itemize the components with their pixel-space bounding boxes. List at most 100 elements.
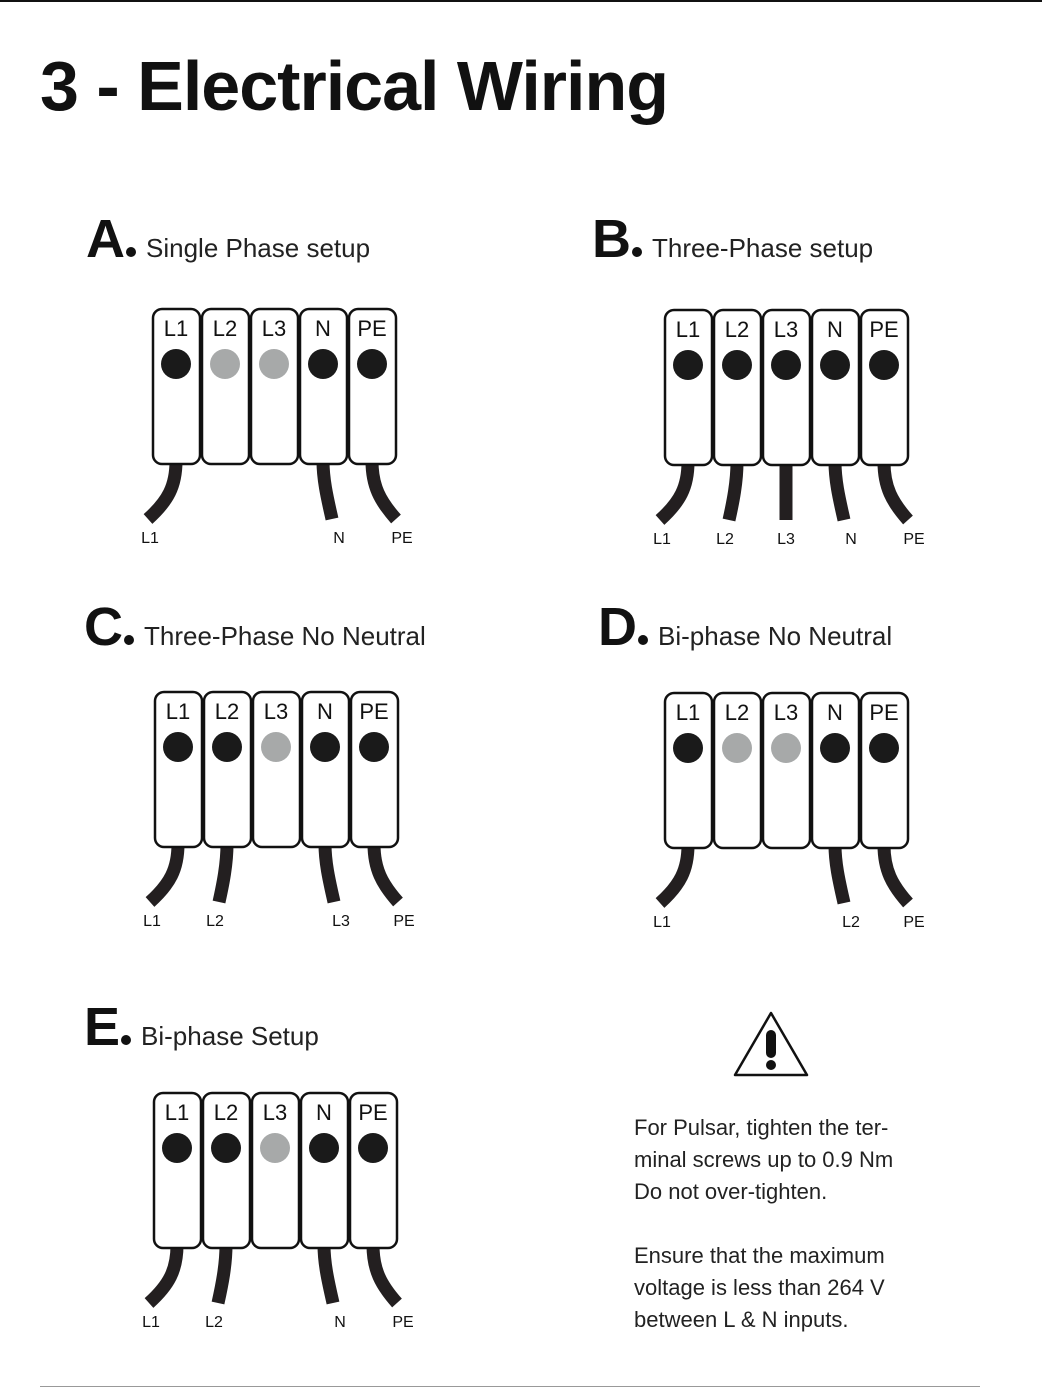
cable-label: L3 — [777, 531, 795, 548]
cable-label: N — [334, 1314, 346, 1331]
cable-l2 — [212, 843, 234, 904]
terminal-label: N — [315, 316, 331, 341]
terminal-label: L3 — [262, 316, 286, 341]
terminal-screw-used — [358, 1133, 388, 1163]
warning-voltage-text: Ensure that the maximum voltage is less … — [634, 1240, 954, 1336]
terminal-label: L2 — [215, 699, 239, 724]
terminal-screw-used — [161, 349, 191, 379]
terminal-pe — [348, 1091, 399, 1250]
terminal-l3 — [761, 691, 812, 850]
cable-l1 — [655, 461, 695, 525]
terminal-label: L3 — [264, 699, 288, 724]
warning-triangle-icon — [733, 1011, 809, 1077]
page-title: 3 - Electrical Wiring — [40, 47, 669, 125]
bullet-dot — [126, 247, 136, 257]
section-letter: C — [84, 597, 123, 657]
terminal-screw-unused — [771, 733, 801, 763]
terminal-screw-unused — [210, 349, 240, 379]
cable-label: N — [333, 530, 345, 547]
terminal-label: PE — [359, 699, 388, 724]
terminal-screw-used — [309, 1133, 339, 1163]
terminal-label: L1 — [676, 700, 700, 725]
terminal-screw-used — [869, 733, 899, 763]
cable-pe — [877, 461, 913, 525]
cable-label: PE — [391, 530, 412, 547]
terminal-label: L1 — [676, 317, 700, 342]
terminal-screw-unused — [259, 349, 289, 379]
warning-line: voltage is less than 264 V — [634, 1275, 885, 1300]
terminal-l1 — [663, 308, 714, 467]
warning-line: between L & N inputs. — [634, 1307, 849, 1332]
section-title: Three-Phase setup — [652, 233, 874, 263]
section-letter: B — [592, 209, 631, 269]
bullet-dot — [124, 635, 134, 645]
cable-l1 — [144, 1244, 184, 1308]
terminal-screw-used — [820, 350, 850, 380]
terminal-l2 — [201, 1091, 252, 1250]
section-heading-b: B Three-Phase setup — [592, 208, 873, 270]
terminal-label: PE — [869, 700, 898, 725]
terminal-label: L2 — [214, 1100, 238, 1125]
cable-l1 — [145, 843, 185, 907]
terminal-label: PE — [869, 317, 898, 342]
terminal-l1 — [152, 1091, 203, 1250]
terminal-pe — [349, 690, 400, 849]
warning-line: Do not over-tighten. — [634, 1179, 828, 1204]
terminal-screw-used — [310, 732, 340, 762]
terminal-screw-unused — [261, 732, 291, 762]
terminal-l1 — [151, 307, 202, 466]
cable-label: L1 — [653, 531, 671, 548]
terminal-l2 — [200, 307, 251, 466]
bullet-dot — [121, 1035, 132, 1045]
terminal-label: L1 — [165, 1100, 189, 1125]
terminal-label: L3 — [774, 317, 798, 342]
cable-l1 — [655, 844, 695, 908]
top-rule — [0, 0, 1042, 2]
terminal-screw-used — [162, 1133, 192, 1163]
terminal-pe — [859, 691, 910, 850]
cable-label: L1 — [653, 914, 671, 931]
cable-pe — [877, 844, 913, 908]
terminal-label: N — [316, 1100, 332, 1125]
terminal-n — [810, 308, 861, 467]
cable-l2 — [828, 844, 851, 905]
terminal-pe — [347, 307, 398, 466]
terminal-label: L2 — [725, 317, 749, 342]
terminal-label: L2 — [213, 316, 237, 341]
terminal-l2 — [202, 690, 253, 849]
cable-label: L1 — [141, 530, 159, 547]
terminal-l1 — [153, 690, 204, 849]
terminal-l2 — [712, 308, 763, 467]
cable-n — [828, 461, 851, 522]
terminal-label: L1 — [164, 316, 188, 341]
cable-label: L2 — [716, 531, 734, 548]
cable-pe — [365, 460, 401, 524]
cable-label: L1 — [143, 913, 161, 930]
terminal-n — [300, 690, 351, 849]
terminal-screw-used — [163, 732, 193, 762]
cable-label: PE — [903, 914, 924, 931]
cable-l1 — [143, 460, 183, 524]
warning-line: minal screws up to 0.9 Nm — [634, 1147, 894, 1172]
terminal-screw-used — [359, 732, 389, 762]
cable-pe — [367, 843, 403, 907]
terminal-n — [810, 691, 861, 850]
terminal-label: L3 — [263, 1100, 287, 1125]
bullet-dot — [632, 247, 642, 257]
terminal-screw-used — [869, 350, 899, 380]
terminal-screw-used — [673, 733, 703, 763]
terminal-pe — [859, 308, 910, 467]
terminal-l3 — [250, 1091, 301, 1250]
cable-label: L1 — [142, 1314, 160, 1331]
terminal-l3 — [249, 307, 300, 466]
terminal-label: N — [827, 317, 843, 342]
cable-label: L2 — [205, 1314, 223, 1331]
cable-l2 — [211, 1244, 233, 1305]
terminal-n — [299, 1091, 350, 1250]
